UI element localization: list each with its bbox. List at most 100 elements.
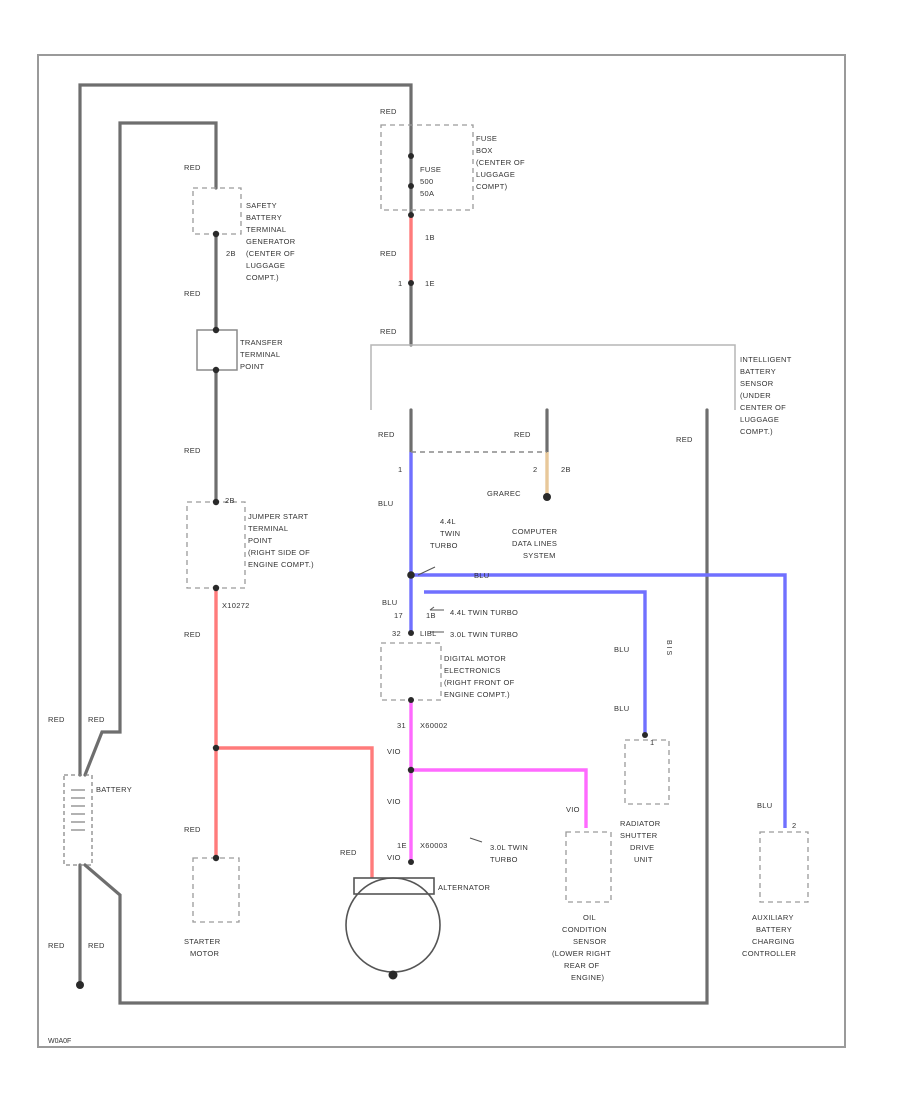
pin-dme-out-a: 31 <box>397 721 406 730</box>
starter-desc-2: MOTOR <box>190 949 220 958</box>
pointer-arrows <box>417 566 483 843</box>
pin-dme-2a: 32 <box>392 629 401 638</box>
oil-desc-2: CONDITION <box>562 925 607 934</box>
sensor-desc-1: INTELLIGENT <box>740 355 792 364</box>
pin-dme-1b: 1B <box>426 611 436 620</box>
safety-desc-7: COMPT.) <box>246 273 279 282</box>
alternator-symbol <box>345 877 441 973</box>
aux-desc-4: CONTROLLER <box>742 949 797 958</box>
pin-safety: 2B <box>226 249 236 258</box>
wire-color-vio-3: VIO <box>387 853 401 862</box>
wire-color-blu-shutter-2: BLU <box>614 704 630 713</box>
transfer-desc-1: TRANSFER <box>240 338 283 347</box>
alternator-label: ALTERNATOR <box>438 883 490 892</box>
safety-desc-4: GENERATOR <box>246 237 296 246</box>
wire-group-magenta <box>409 700 588 862</box>
wire-color-red-2: RED <box>184 289 201 298</box>
battery-label-red-left: RED <box>48 715 65 724</box>
computer-data-lines-3: SYSTEM <box>523 551 556 560</box>
engine-variant-4-line2: TURBO <box>490 855 518 864</box>
engine-variant-1-line1: 4.4L <box>440 517 456 526</box>
pin-alt-b: X60003 <box>420 841 448 850</box>
wire-color-red-5: RED <box>184 825 201 834</box>
safety-desc-6: LUGGAGE <box>246 261 285 270</box>
wire-color-red-4: RED <box>184 630 201 639</box>
oil-desc-3: SENSOR <box>573 937 607 946</box>
wire-ground-return <box>83 408 709 1005</box>
pin-jumper: 2B <box>225 496 235 505</box>
wire-color-red-6: RED <box>340 848 357 857</box>
starter-motor-outline <box>192 857 240 923</box>
starter-desc-1: STARTER <box>184 937 221 946</box>
oil-desc-1: OIL <box>583 913 596 922</box>
sensor-desc-3: SENSOR <box>740 379 774 388</box>
wire-battery-to-safety-terminal <box>83 121 218 777</box>
wire-group-blue <box>409 452 787 828</box>
aux-controller-outline <box>759 831 809 903</box>
wire-to-oil-sensor <box>411 768 588 828</box>
wire-to-radiator-shutter <box>424 590 647 735</box>
wire-color-blu-1: BLU <box>378 499 394 508</box>
fuse-box-desc-2: BOX <box>476 146 493 155</box>
jumper-desc-5: ENGINE COMPT.) <box>248 560 314 569</box>
computer-data-lines-2: DATA LINES <box>512 539 557 548</box>
pin-fuse-2a: 1 <box>398 279 402 288</box>
sensor-desc-6: LUGGAGE <box>740 415 779 424</box>
safety-desc-1: SAFETY <box>246 201 277 210</box>
pin-sensor-2b: 2B <box>561 465 571 474</box>
radiator-shutter-outline <box>624 739 670 805</box>
safety-desc-3: TERMINAL <box>246 225 286 234</box>
wire-group-red <box>214 215 413 878</box>
pin-sensor-1: 1 <box>398 465 402 474</box>
wire-color-red-sensor: RED <box>380 327 397 336</box>
engine-variant-1-line2: TWIN <box>440 529 460 538</box>
transfer-terminal-outline <box>196 329 238 371</box>
radiator-desc-2: SHUTTER <box>620 831 658 840</box>
dme-label-3: (RIGHT FRONT OF <box>444 678 515 687</box>
oil-desc-5: REAR OF <box>564 961 600 970</box>
wire-color-blu-2: BLU <box>474 571 490 580</box>
jumper-desc-1: JUMPER START <box>248 512 309 521</box>
battery-label-red-right: RED <box>88 715 105 724</box>
diagram-id: W0A0F <box>48 1038 71 1045</box>
engine-variant-3: 3.0L TWIN TURBO <box>450 630 518 639</box>
oil-sensor-outline <box>565 831 612 903</box>
battery-case <box>63 774 93 866</box>
engine-variant-2: 4.4L TWIN TURBO <box>450 608 518 617</box>
battery-label-red-bottom-right: RED <box>88 941 105 950</box>
sensor-desc-7: COMPT.) <box>740 427 773 436</box>
aux-desc-2: BATTERY <box>756 925 792 934</box>
outer-frame <box>37 54 846 1048</box>
wire-color-vio-1: VIO <box>387 747 401 756</box>
shutter-wire-rotated-label: B I S <box>665 640 672 656</box>
wire-color-vio-oil: VIO <box>566 805 580 814</box>
fuse-label-1: FUSE <box>420 165 441 174</box>
battery-label-red-bottom-left: RED <box>48 941 65 950</box>
fuse-box-outline <box>380 124 474 211</box>
wire-group-grey <box>78 83 709 1005</box>
battery-symbol <box>63 774 93 866</box>
engine-variant-1-line3: TURBO <box>430 541 458 550</box>
fuse-box-desc-1: FUSE <box>476 134 497 143</box>
radiator-desc-1: RADIATOR <box>620 819 661 828</box>
safety-desc-5: (CENTER OF <box>246 249 295 258</box>
jumper-desc-2: TERMINAL <box>248 524 288 533</box>
connection-dots <box>76 153 648 989</box>
sensor-desc-2: BATTERY <box>740 367 776 376</box>
fuse-box-desc-3: (CENTER OF <box>476 158 525 167</box>
wire-splice-to-aux-controller <box>411 573 787 828</box>
pin-sensor-2a: 2 <box>533 465 537 474</box>
pin-dme-out-b: X60002 <box>420 721 448 730</box>
wire-color-blu-aux: BLU <box>757 801 773 810</box>
pin-shutter: 1 <box>650 738 654 747</box>
pin-fuse-1: 1B <box>425 233 435 242</box>
fuse-label-2: 500 <box>420 177 433 186</box>
pin-aux: 2 <box>792 821 796 830</box>
wire-to-alternator <box>216 746 374 878</box>
battery-label: BATTERY <box>96 785 132 794</box>
oil-desc-4: (LOWER RIGHT <box>552 949 611 958</box>
wire-color-red-3: RED <box>184 446 201 455</box>
jumper-desc-3: POINT <box>248 536 273 545</box>
pin-alt-a: 1E <box>397 841 407 850</box>
